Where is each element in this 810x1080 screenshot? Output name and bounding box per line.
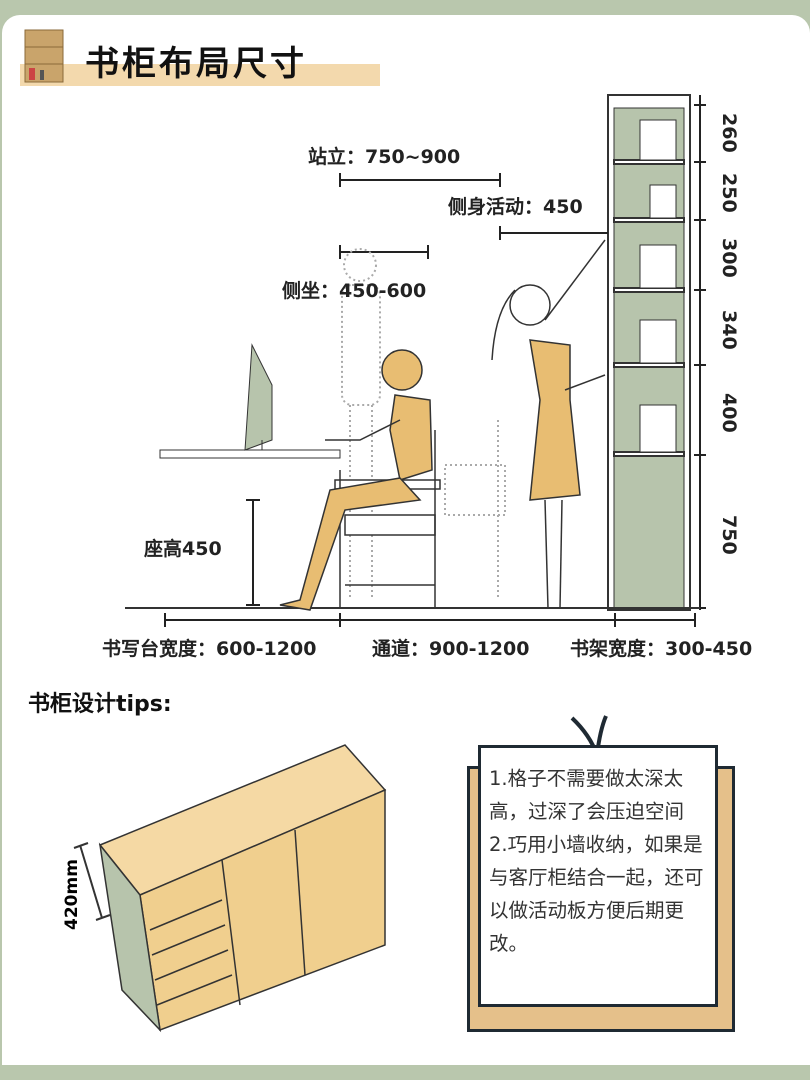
side-activity-label: 侧身活动：450 — [448, 196, 583, 218]
shelf-height-1: 260 — [718, 113, 740, 153]
tip-item: 1.格子不需要做太深太高，过深了会压迫空间 — [489, 767, 685, 823]
standing-person — [491, 239, 606, 609]
standing-ghost-figure — [341, 248, 506, 600]
shelf-height-5: 400 — [718, 393, 740, 433]
tip-item: 2.巧用小墙收纳，如果是与客厅柜结合一起，还可以做活动板方便后期更改。 — [489, 833, 704, 955]
shelf-height-4: 340 — [718, 310, 740, 350]
seated-person — [279, 349, 441, 611]
title-highlight — [20, 64, 380, 86]
aisle-label: 通道：900-1200 — [372, 638, 530, 660]
cabinet-depth-label: 420mm — [62, 859, 82, 930]
seat-height-label: 座高450 — [144, 538, 222, 560]
shelf-height-3: 300 — [718, 238, 740, 278]
tips-heading: 书柜设计tips: — [28, 692, 172, 717]
shelf-width-label: 书架宽度：300-450 — [570, 638, 753, 660]
desk-width-label: 书写台宽度：600-1200 — [102, 638, 317, 660]
bookshelf — [607, 94, 691, 611]
cabinet-illustration — [73, 744, 387, 1033]
tips-note: 1.格子不需要做太深太高，过深了会压迫空间 2.巧用小墙收纳，如果是与客厅柜结合… — [478, 745, 718, 1007]
shelf-height-6: 750 — [718, 515, 740, 555]
height-dimension-line — [694, 95, 706, 610]
bookshelf-icon — [24, 29, 64, 83]
side-sitting-label: 侧坐：450-600 — [282, 280, 427, 302]
width-dimension-line — [164, 613, 696, 627]
page-title: 书柜布局尺寸 — [85, 44, 307, 84]
desk — [159, 343, 341, 459]
standing-label: 站立：750~900 — [308, 146, 461, 168]
shelf-height-2: 250 — [718, 173, 740, 213]
